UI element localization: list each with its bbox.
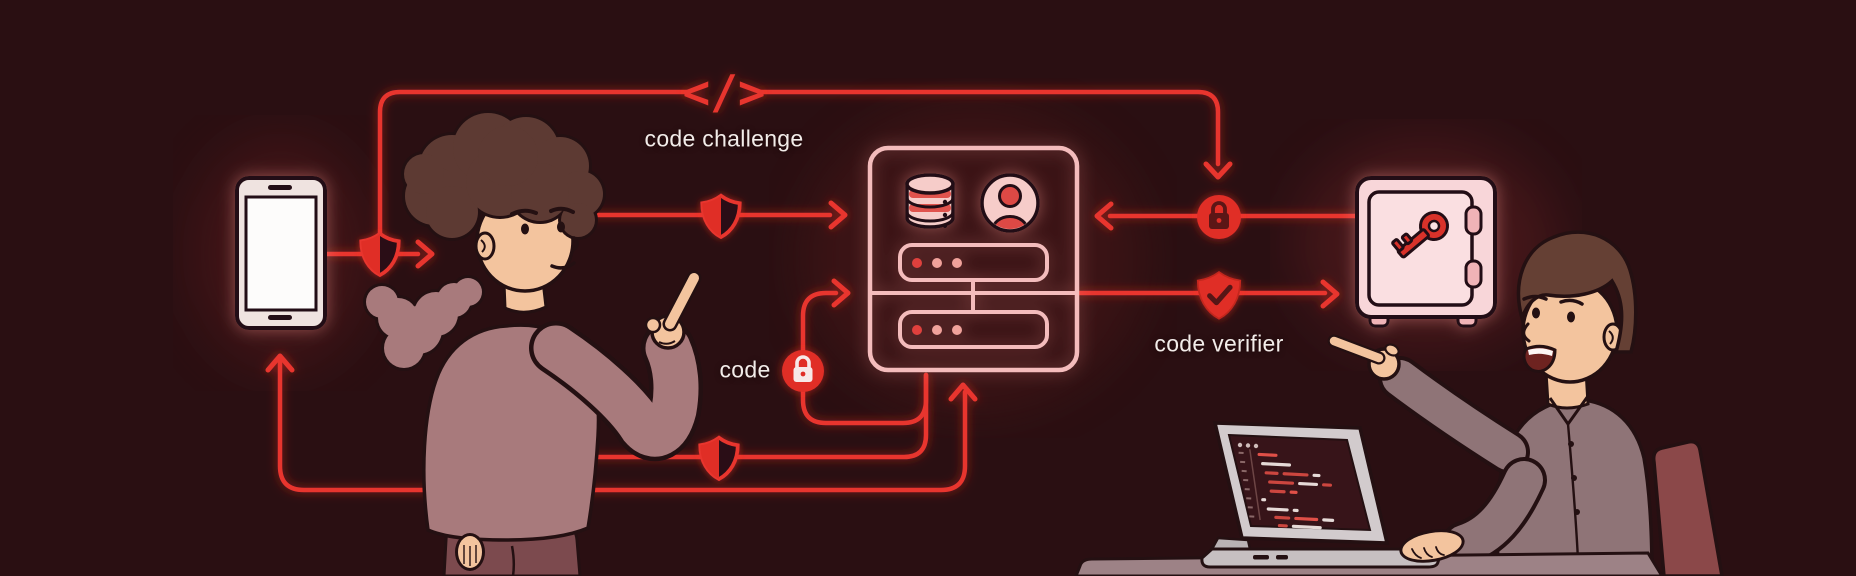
arrowheads <box>265 161 1340 402</box>
person-developer-left <box>363 110 703 576</box>
laptop <box>1200 421 1442 569</box>
code-verifier-label: code verifier <box>1154 330 1284 357</box>
server-bar-lights <box>912 325 962 335</box>
arrowhead-down-icon <box>1203 161 1233 180</box>
key-icon <box>1391 211 1449 259</box>
code-tag-icon: </> <box>682 65 765 119</box>
code-challenge-label: code challenge <box>644 125 804 152</box>
arrowhead-up-icon <box>265 353 295 373</box>
arrowhead-right-icon <box>415 239 435 269</box>
arrowhead-right-icon <box>1320 279 1340 309</box>
arrowhead-left-icon <box>1094 201 1114 231</box>
flow-lines <box>265 89 1360 493</box>
phone-home-slit <box>268 315 292 320</box>
shield-half-icon <box>359 231 401 278</box>
person2-mouth <box>1522 344 1557 373</box>
server-bar-lights <box>912 258 962 268</box>
server-bar <box>898 310 1049 349</box>
flow-line-code-challenge-up <box>377 89 691 239</box>
person2-pointing-arm <box>1327 334 1530 474</box>
shield-half-icon <box>698 435 740 482</box>
person2-typing-arm <box>1441 457 1547 567</box>
flow-line-user-to-server-bottom <box>552 372 929 460</box>
person1-hair <box>401 110 606 241</box>
flow-line-code-challenge-down <box>757 89 1221 167</box>
phone <box>235 176 327 330</box>
laptop-window-dots <box>1237 442 1259 449</box>
person2-hair <box>1516 230 1638 354</box>
vault-hinge <box>1464 205 1483 236</box>
person2-hand-on-laptop <box>1399 529 1465 563</box>
arrowhead-right-icon <box>828 200 848 230</box>
flow-line-code-loop <box>800 290 929 426</box>
flow-line-return <box>277 359 968 493</box>
code-label: code <box>719 356 771 383</box>
person1-face-features <box>510 206 579 270</box>
lock-circle-icon <box>782 350 824 392</box>
chair <box>1651 439 1724 576</box>
person2-face-features <box>1522 294 1584 343</box>
database-icon <box>905 173 955 229</box>
shield-half-icon <box>700 193 742 240</box>
person-developer-right <box>1327 230 1654 576</box>
user-avatar-icon <box>980 173 1040 233</box>
arrowhead-right-icon <box>831 278 851 308</box>
person1-pointing-arm <box>529 270 703 461</box>
person2-collar <box>1548 395 1590 427</box>
vault-hinge <box>1464 259 1483 289</box>
vault <box>1355 176 1497 328</box>
person1-hood <box>363 275 485 371</box>
shield-check-icon <box>1196 270 1242 320</box>
vault-door <box>1367 190 1474 307</box>
phone-screen <box>244 195 318 312</box>
auth-server-panel <box>867 145 1080 373</box>
arrowhead-up-icon <box>948 382 978 402</box>
phone-speaker <box>268 185 292 190</box>
lock-circle-icon <box>1197 195 1241 239</box>
laptop-code-lines <box>1238 449 1335 530</box>
